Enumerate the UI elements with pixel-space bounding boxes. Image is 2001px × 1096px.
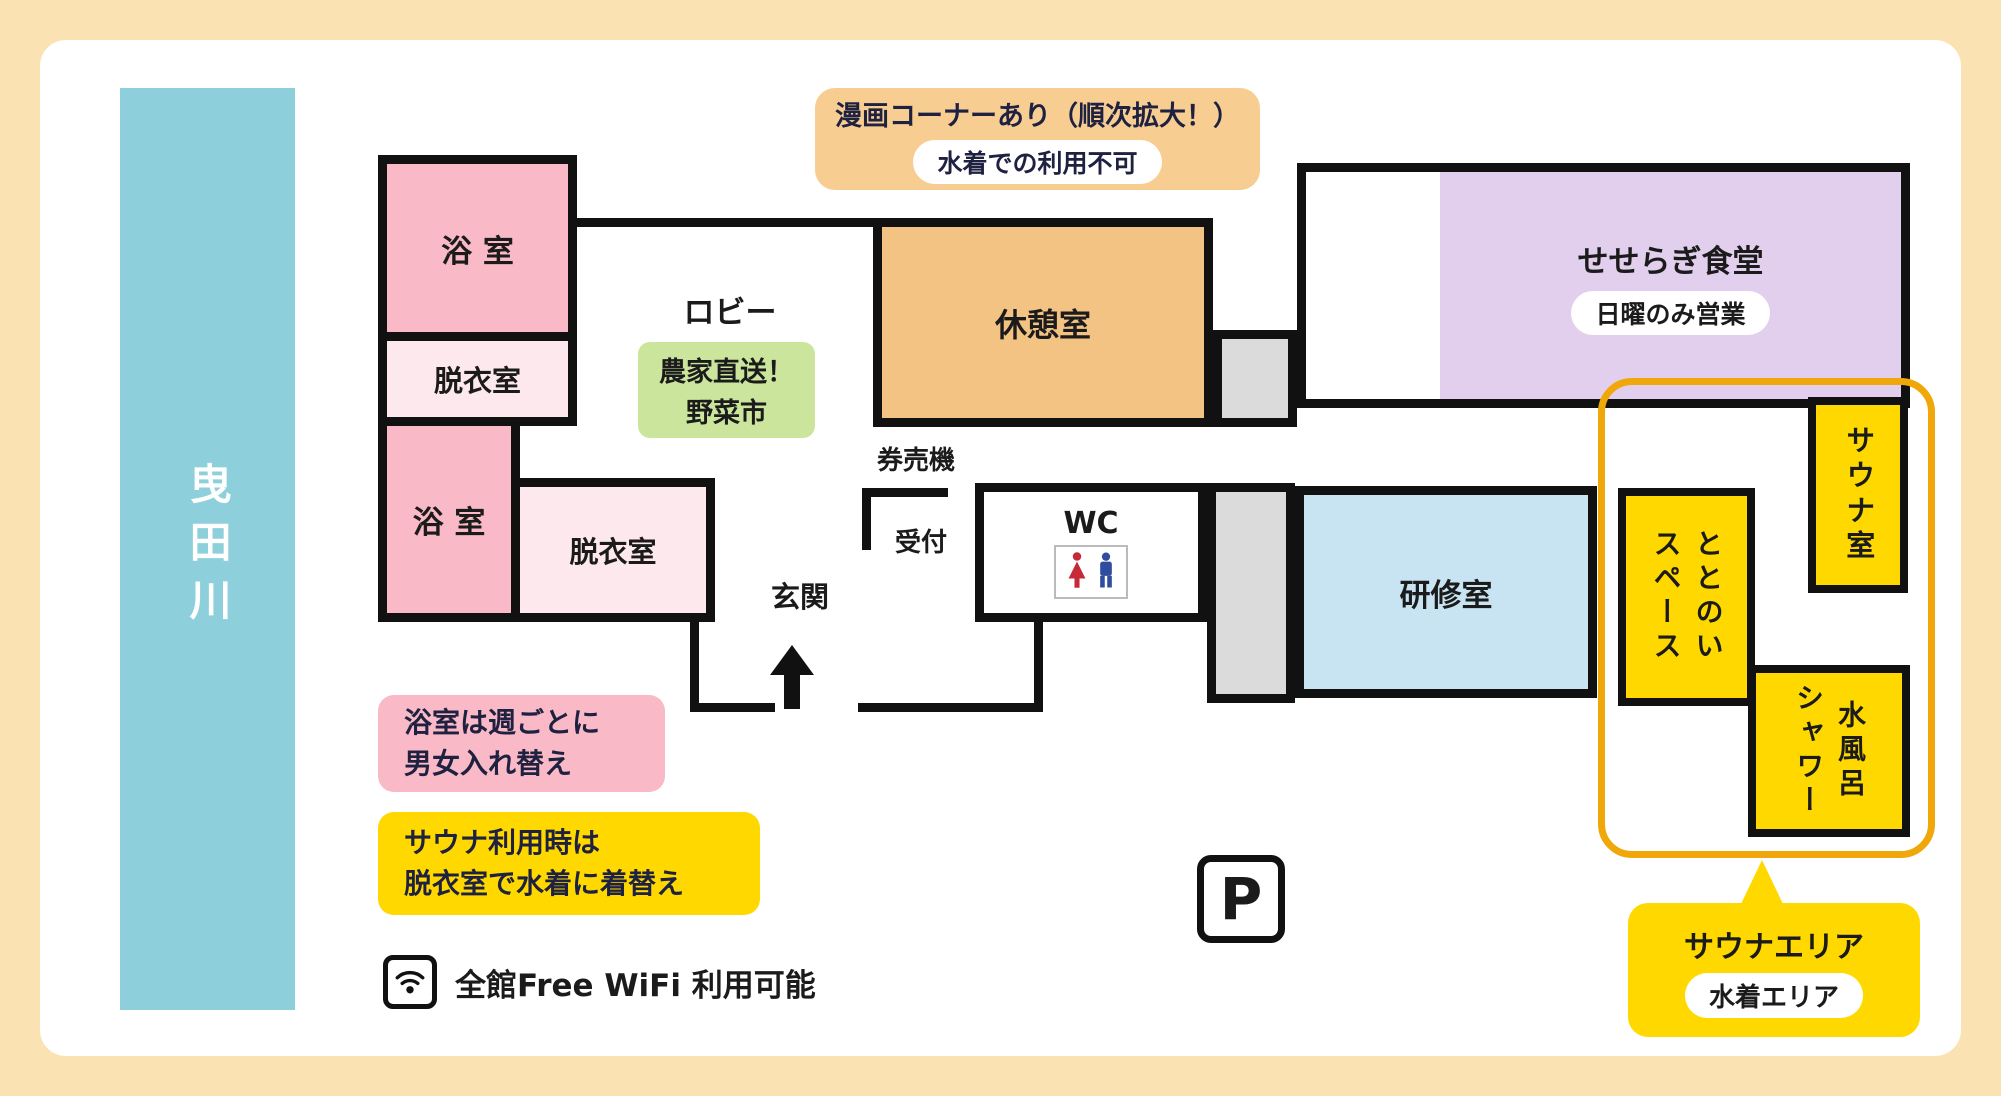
reception-counter — [862, 488, 948, 550]
bath-room-top-label: 浴 室 — [441, 233, 514, 270]
lobby-label: ロビー — [683, 295, 777, 331]
manga-corner-text: 漫画コーナーあり（順次拡大！） — [835, 101, 1240, 132]
wall-segment — [690, 703, 775, 712]
bath-swap-note-line1: 浴室は週ごとに — [404, 705, 601, 739]
manga-corner-badge: 水着での利用不可 — [913, 140, 1162, 184]
dining-badge: 日曜のみ営業 — [1571, 291, 1770, 335]
wifi-row: 全館Free WiFi 利用可能 — [383, 955, 816, 1009]
wifi-icon — [383, 955, 437, 1009]
dining-room: せせらぎ食堂 日曜のみ営業 — [1440, 172, 1901, 399]
man-icon — [1096, 550, 1116, 594]
sauna-room-label: サウナ室 — [1841, 425, 1876, 565]
bath-swap-note-line2: 男女入れ替え — [404, 746, 573, 780]
river-label: 曳田川 — [183, 462, 232, 636]
manga-corner-callout: 漫画コーナーあり（順次拡大！） 水着での利用不可 — [815, 88, 1260, 190]
dressing-room-top: 脱衣室 — [378, 332, 577, 426]
wc-label: WC — [1063, 506, 1119, 541]
totonoi-space-label: ととのい スペース — [1649, 529, 1725, 665]
veg-market-line1: 農家直送！ — [659, 357, 794, 388]
cold-bath-shower-label: 水風呂 シャワー — [1792, 683, 1867, 819]
bath-room-top: 浴 室 — [378, 155, 577, 341]
wall-segment — [1034, 618, 1043, 712]
wall-segment — [570, 218, 882, 227]
dressing-room-bottom-label: 脱衣室 — [569, 535, 657, 569]
wall-segment — [690, 622, 699, 712]
corridor-box-lower — [1207, 483, 1295, 703]
veg-market-line2: 野菜市 — [686, 398, 767, 429]
wall-segment — [858, 703, 1043, 712]
sauna-usage-note: サウナ利用時は 脱衣室で水着に着替え — [378, 812, 760, 915]
bath-room-bottom-label: 浴 室 — [412, 505, 486, 541]
training-room: 研修室 — [1295, 486, 1597, 698]
entrance-label: 玄関 — [770, 580, 829, 614]
corridor-box-upper — [1213, 330, 1297, 427]
river-band: 曳田川 — [120, 88, 295, 1010]
sauna-area-label: サウナエリア — [1684, 930, 1864, 965]
ticket-machine-label: 券売機 — [876, 446, 955, 476]
rest-room: 休憩室 — [873, 218, 1213, 427]
wc-room: WC — [975, 483, 1207, 622]
parking-label: P — [1219, 865, 1263, 933]
wifi-label: 全館Free WiFi 利用可能 — [455, 967, 816, 1004]
sauna-area-outline — [1598, 378, 1935, 858]
sauna-callout-pointer — [1740, 860, 1784, 906]
parking-sign: P — [1197, 855, 1285, 943]
dressing-room-top-label: 脱衣室 — [433, 364, 521, 398]
veg-market-box: 農家直送！ 野菜市 — [638, 342, 815, 438]
sauna-usage-note-line1: サウナ利用時は — [404, 825, 601, 859]
sauna-area-badge: 水着エリア — [1684, 973, 1863, 1018]
totonoi-space: ととのい スペース — [1618, 488, 1755, 706]
reception-label: 受付 — [894, 528, 947, 558]
sauna-area-callout: サウナエリア 水着エリア — [1628, 903, 1920, 1037]
rest-room-label: 休憩室 — [994, 305, 1091, 344]
woman-icon — [1066, 550, 1088, 594]
sauna-usage-note-line2: 脱衣室で水着に着替え — [404, 866, 685, 900]
wc-icons — [1054, 545, 1128, 599]
bath-room-bottom: 浴 室 — [378, 417, 520, 622]
bath-swap-note: 浴室は週ごとに 男女入れ替え — [378, 695, 665, 792]
training-room-label: 研修室 — [1399, 577, 1493, 614]
sauna-room: サウナ室 — [1808, 397, 1908, 593]
cold-bath-shower: 水風呂 シャワー — [1748, 665, 1910, 837]
dressing-room-bottom: 脱衣室 — [511, 478, 715, 622]
entrance-arrow-icon — [770, 645, 814, 717]
dining-label: せせらぎ食堂 — [1577, 244, 1764, 280]
